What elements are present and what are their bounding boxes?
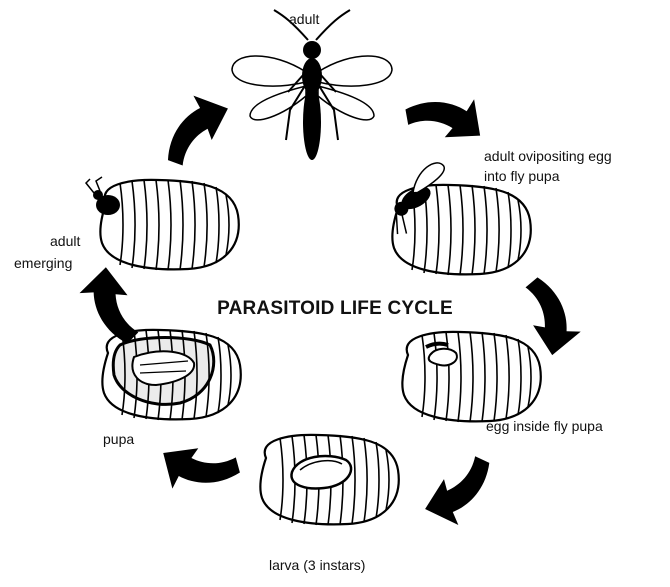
adult-wasp-icon — [232, 10, 392, 160]
arrow-egg-to-larva — [415, 453, 503, 532]
pupa-stage-icon — [102, 330, 240, 420]
emerging-pupa-icon — [100, 180, 238, 270]
larva-pupa-icon — [260, 435, 398, 525]
diagram-title: PARASITOID LIFE CYCLE — [0, 298, 670, 320]
label-ovipositing-line1: adult ovipositing egg — [484, 147, 612, 165]
label-emerging-line2: emerging — [14, 254, 72, 272]
arrow-larva-to-pupa — [149, 422, 245, 515]
label-adult: adult — [289, 10, 319, 28]
label-pupa: pupa — [103, 430, 134, 448]
label-egg: egg inside fly pupa — [486, 417, 603, 435]
label-emerging-line1: adult — [50, 232, 80, 250]
label-larva: larva (3 instars) — [269, 556, 365, 574]
egg-pupa-icon — [402, 332, 540, 422]
arrow-emerging-to-adult — [150, 86, 241, 170]
arrow-adult-to-ovipositing — [399, 70, 496, 165]
label-ovipositing-line2: into fly pupa — [484, 167, 560, 185]
